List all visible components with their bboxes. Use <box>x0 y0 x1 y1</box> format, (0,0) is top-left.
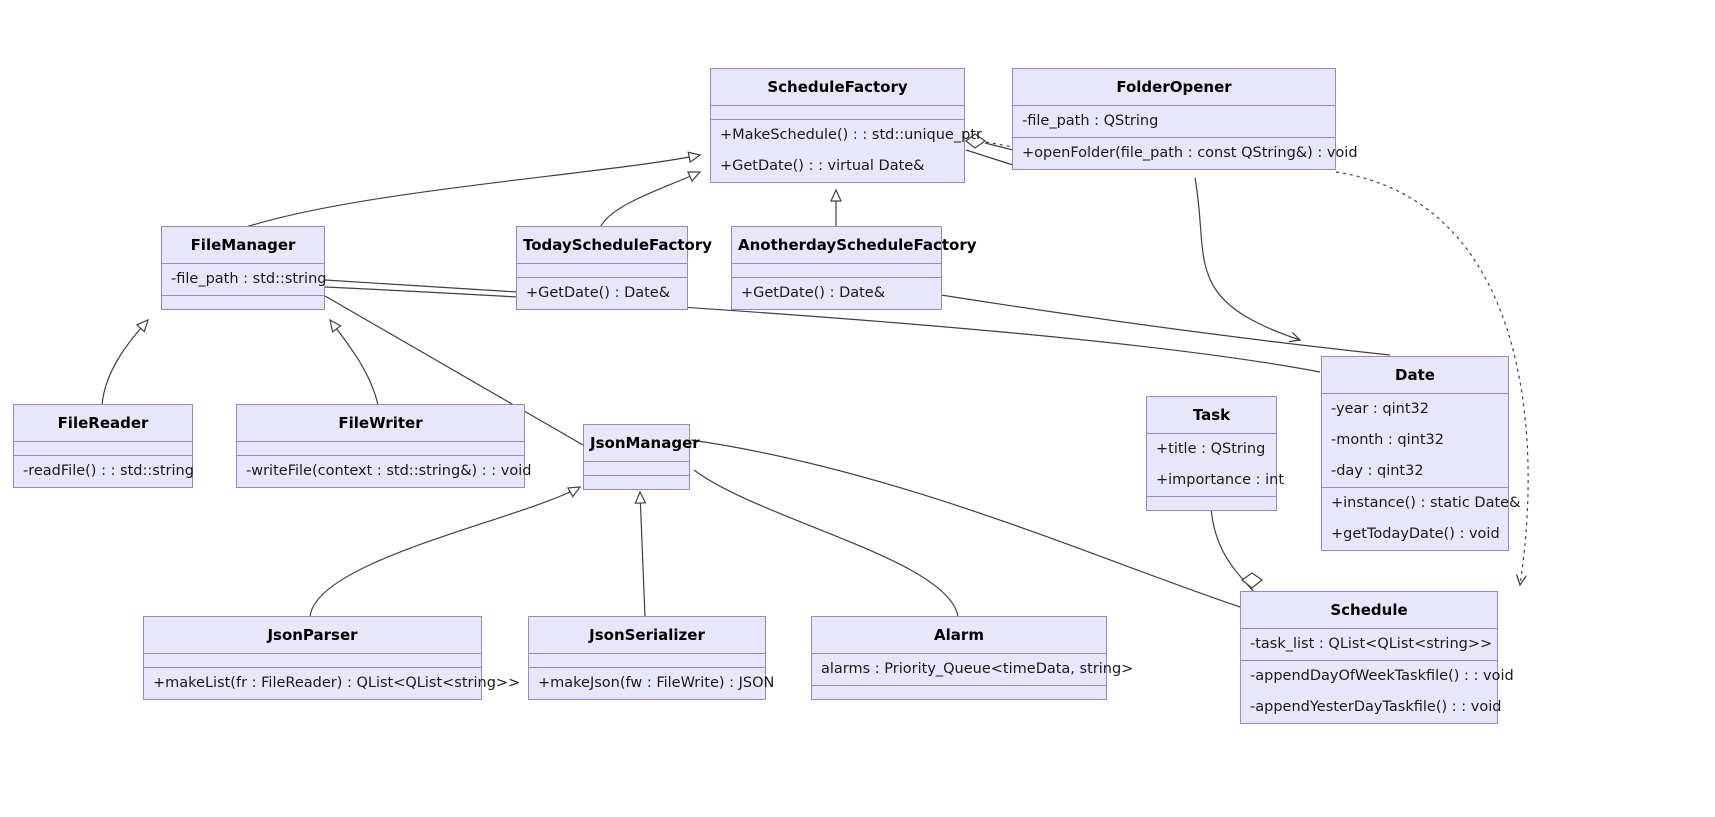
class-box-file-writer[interactable]: FileWriter -writeFile(context : std::str… <box>236 404 532 488</box>
attributes-section: alarms : Priority_Queue<timeData, string… <box>812 654 1134 686</box>
methods-section: +makeJson(fw : FileWrite) : JSON <box>529 668 775 699</box>
member-row: -readFile() : : std::string <box>23 463 194 479</box>
methods-section: -readFile() : : std::string <box>14 456 194 487</box>
class-box-folder-opener[interactable]: FolderOpener -file_path : QString +openF… <box>1012 68 1358 170</box>
attributes-section <box>529 654 765 668</box>
methods-section: +MakeSchedule() : : std::unique_ptr +Get… <box>711 120 982 182</box>
class-box-file-manager[interactable]: FileManager -file_path : std::string <box>161 226 327 310</box>
member-row: +instance() : static Date& <box>1331 495 1521 511</box>
member-row: +MakeSchedule() : : std::unique_ptr <box>720 127 982 143</box>
class-title: Date <box>1322 357 1508 394</box>
methods-section: +GetDate() : Date& <box>732 278 941 309</box>
class-box-anotherday-schedule-factory[interactable]: AnotherdayScheduleFactory +GetDate() : D… <box>731 226 977 310</box>
member-row: +GetDate() : Date& <box>741 285 886 301</box>
methods-section: -writeFile(context : std::string&) : : v… <box>237 456 532 487</box>
attributes-section: -file_path : std::string <box>162 264 327 296</box>
attributes-section: -year : qint32 -month : qint32 -day : qi… <box>1322 394 1508 488</box>
class-box-schedule-factory[interactable]: ScheduleFactory +MakeSchedule() : : std:… <box>710 68 982 183</box>
member-row: -appendYesterDayTaskfile() : : void <box>1250 699 1502 715</box>
member-row: +importance : int <box>1156 472 1285 488</box>
member-row: -month : qint32 <box>1331 432 1444 448</box>
class-box-json-parser[interactable]: JsonParser +makeList(fr : FileReader) : … <box>143 616 521 700</box>
class-title: Task <box>1147 397 1276 434</box>
class-box-alarm[interactable]: Alarm alarms : Priority_Queue<timeData, … <box>811 616 1134 700</box>
class-title: Schedule <box>1241 592 1497 629</box>
class-title: ScheduleFactory <box>711 69 964 106</box>
class-box-date[interactable]: Date -year : qint32 -month : qint32 -day… <box>1321 356 1521 551</box>
attributes-section: -file_path : QString <box>1013 106 1335 138</box>
class-title: JsonSerializer <box>529 617 765 654</box>
class-title: FileWriter <box>237 405 524 442</box>
member-row: -file_path : QString <box>1022 113 1159 129</box>
class-title: FolderOpener <box>1013 69 1335 106</box>
member-row: +makeJson(fw : FileWrite) : JSON <box>538 675 775 691</box>
class-box-json-manager[interactable]: JsonManager <box>583 424 700 490</box>
class-title: TodayScheduleFactory <box>517 227 712 264</box>
class-box-json-serializer[interactable]: JsonSerializer +makeJson(fw : FileWrite)… <box>528 616 775 700</box>
class-box-schedule[interactable]: Schedule -task_list : QList<QList<string… <box>1240 591 1514 724</box>
class-box-today-schedule-factory[interactable]: TodayScheduleFactory +GetDate() : Date& <box>516 226 712 310</box>
methods-section <box>1147 497 1276 510</box>
attributes-section <box>517 264 687 278</box>
methods-section: +openFolder(file_path : const QString&) … <box>1013 138 1358 169</box>
attributes-section <box>237 442 524 456</box>
methods-section <box>812 686 1106 699</box>
methods-section <box>584 476 689 489</box>
class-title: Alarm <box>812 617 1106 654</box>
methods-section: -appendDayOfWeekTaskfile() : : void -app… <box>1241 661 1514 723</box>
class-box-task[interactable]: Task +title : QString +importance : int <box>1146 396 1285 511</box>
member-row: -appendDayOfWeekTaskfile() : : void <box>1250 668 1514 684</box>
attributes-section <box>584 462 689 476</box>
attributes-section <box>14 442 192 456</box>
methods-section <box>162 296 324 309</box>
attributes-section <box>144 654 481 668</box>
member-row: +makeList(fr : FileReader) : QList<QList… <box>153 675 521 691</box>
class-title: JsonManager <box>584 425 700 462</box>
member-row: -writeFile(context : std::string&) : : v… <box>246 463 532 479</box>
attributes-section: +title : QString +importance : int <box>1147 434 1285 497</box>
methods-section: +instance() : static Date& +getTodayDate… <box>1322 488 1521 550</box>
member-row: -day : qint32 <box>1331 463 1424 479</box>
member-row: +GetDate() : Date& <box>526 285 671 301</box>
member-row: +title : QString <box>1156 441 1266 457</box>
member-row: +GetDate() : : virtual Date& <box>720 158 925 174</box>
class-title: JsonParser <box>144 617 481 654</box>
member-row: alarms : Priority_Queue<timeData, string… <box>821 661 1134 677</box>
attributes-section: -task_list : QList<QList<string>> <box>1241 629 1497 661</box>
class-title: AnotherdayScheduleFactory <box>732 227 977 264</box>
attributes-section <box>732 264 941 278</box>
member-row: -file_path : std::string <box>171 271 327 287</box>
member-row: -task_list : QList<QList<string>> <box>1250 636 1493 652</box>
member-row: +getTodayDate() : void <box>1331 526 1500 542</box>
member-row: +openFolder(file_path : const QString&) … <box>1022 145 1358 161</box>
methods-section: +GetDate() : Date& <box>517 278 687 309</box>
class-title: FileReader <box>14 405 192 442</box>
methods-section: +makeList(fr : FileReader) : QList<QList… <box>144 668 521 699</box>
class-box-file-reader[interactable]: FileReader -readFile() : : std::string <box>13 404 194 488</box>
class-title: FileManager <box>162 227 324 264</box>
attributes-section <box>711 106 964 120</box>
member-row: -year : qint32 <box>1331 401 1429 417</box>
